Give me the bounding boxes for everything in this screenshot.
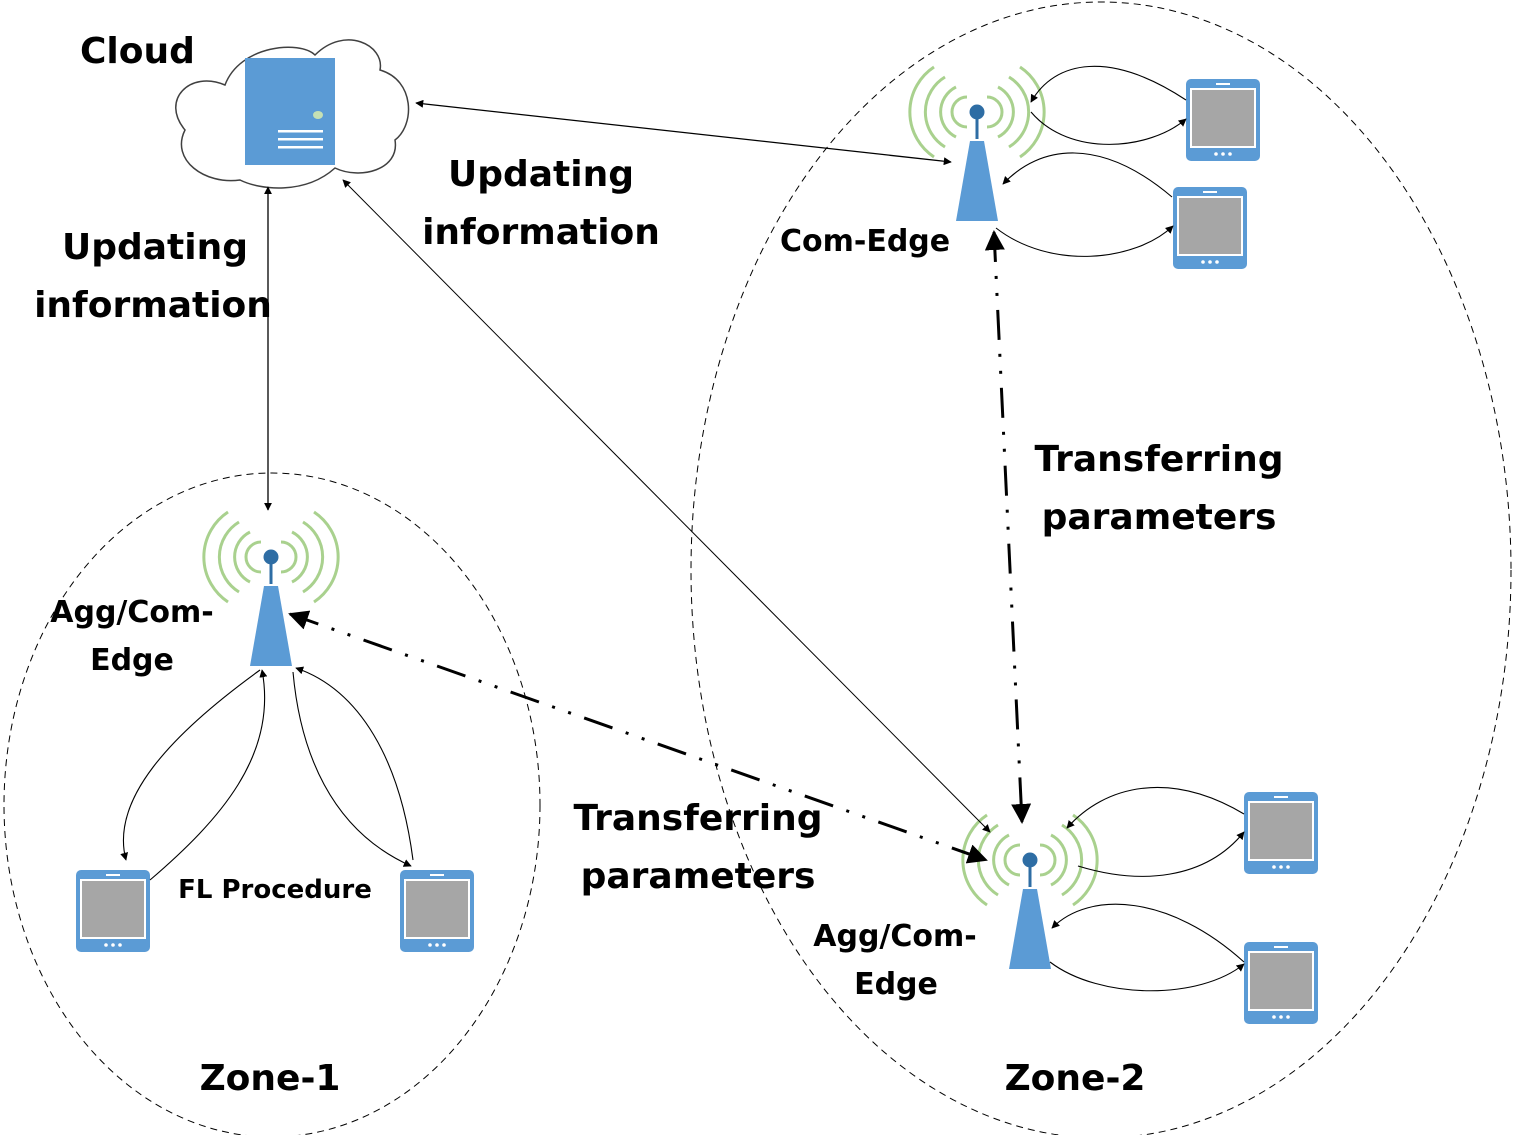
device-com-edge-2-icon <box>1172 186 1248 270</box>
transferring-right-line2: parameters <box>1042 497 1277 538</box>
device-zone1-right-icon <box>399 869 475 953</box>
transferring-right-line1: Transferring <box>1034 439 1283 480</box>
device-agg-edge-2-icon <box>1243 941 1319 1025</box>
server-icon <box>245 58 335 165</box>
device-agg-edge-1-icon <box>1243 791 1319 875</box>
cloud-icon <box>175 39 410 189</box>
fl-procedure-label: FL Procedure <box>178 875 372 905</box>
updating-info-left-line1: Updating <box>62 227 248 268</box>
agg-edge-zone2-line2: Edge <box>854 967 938 1002</box>
com-edge-device-curves <box>995 65 1187 257</box>
updating-info-left-line2: information <box>34 285 272 326</box>
transferring-mid-line1: Transferring <box>573 798 822 839</box>
com-edge-agg-transfer-link <box>984 230 1032 824</box>
zone1-zone2-transfer-link <box>288 610 988 864</box>
cloud-com-edge-link <box>415 99 952 166</box>
updating-info-mid-line2: information <box>422 212 660 253</box>
agg-com-edge-zone1-icon <box>202 510 340 668</box>
agg-edge-zone1-line1: Agg/Com- <box>50 595 213 630</box>
agg-edge-device-curves <box>1049 786 1245 992</box>
zone2-boundary <box>690 1 1512 1135</box>
updating-info-mid-line1: Updating <box>448 154 634 195</box>
cloud-label: Cloud <box>80 31 195 72</box>
agg-edge-zone1-line2: Edge <box>90 643 174 678</box>
com-edge-zone2-icon <box>908 65 1046 223</box>
zone2-label: Zone-2 <box>1005 1058 1146 1099</box>
agg-com-edge-zone2-icon <box>961 813 1099 971</box>
device-zone1-left-icon <box>75 869 151 953</box>
com-edge-label: Com-Edge <box>780 224 950 259</box>
fl-procedure-curves-zone1 <box>120 666 414 881</box>
zone1-label: Zone-1 <box>200 1058 341 1099</box>
agg-edge-zone2-line1: Agg/Com- <box>813 919 976 954</box>
cloud-zone2-agg-link <box>342 179 991 833</box>
device-com-edge-1-icon <box>1185 78 1261 162</box>
transferring-mid-line2: parameters <box>581 856 816 897</box>
